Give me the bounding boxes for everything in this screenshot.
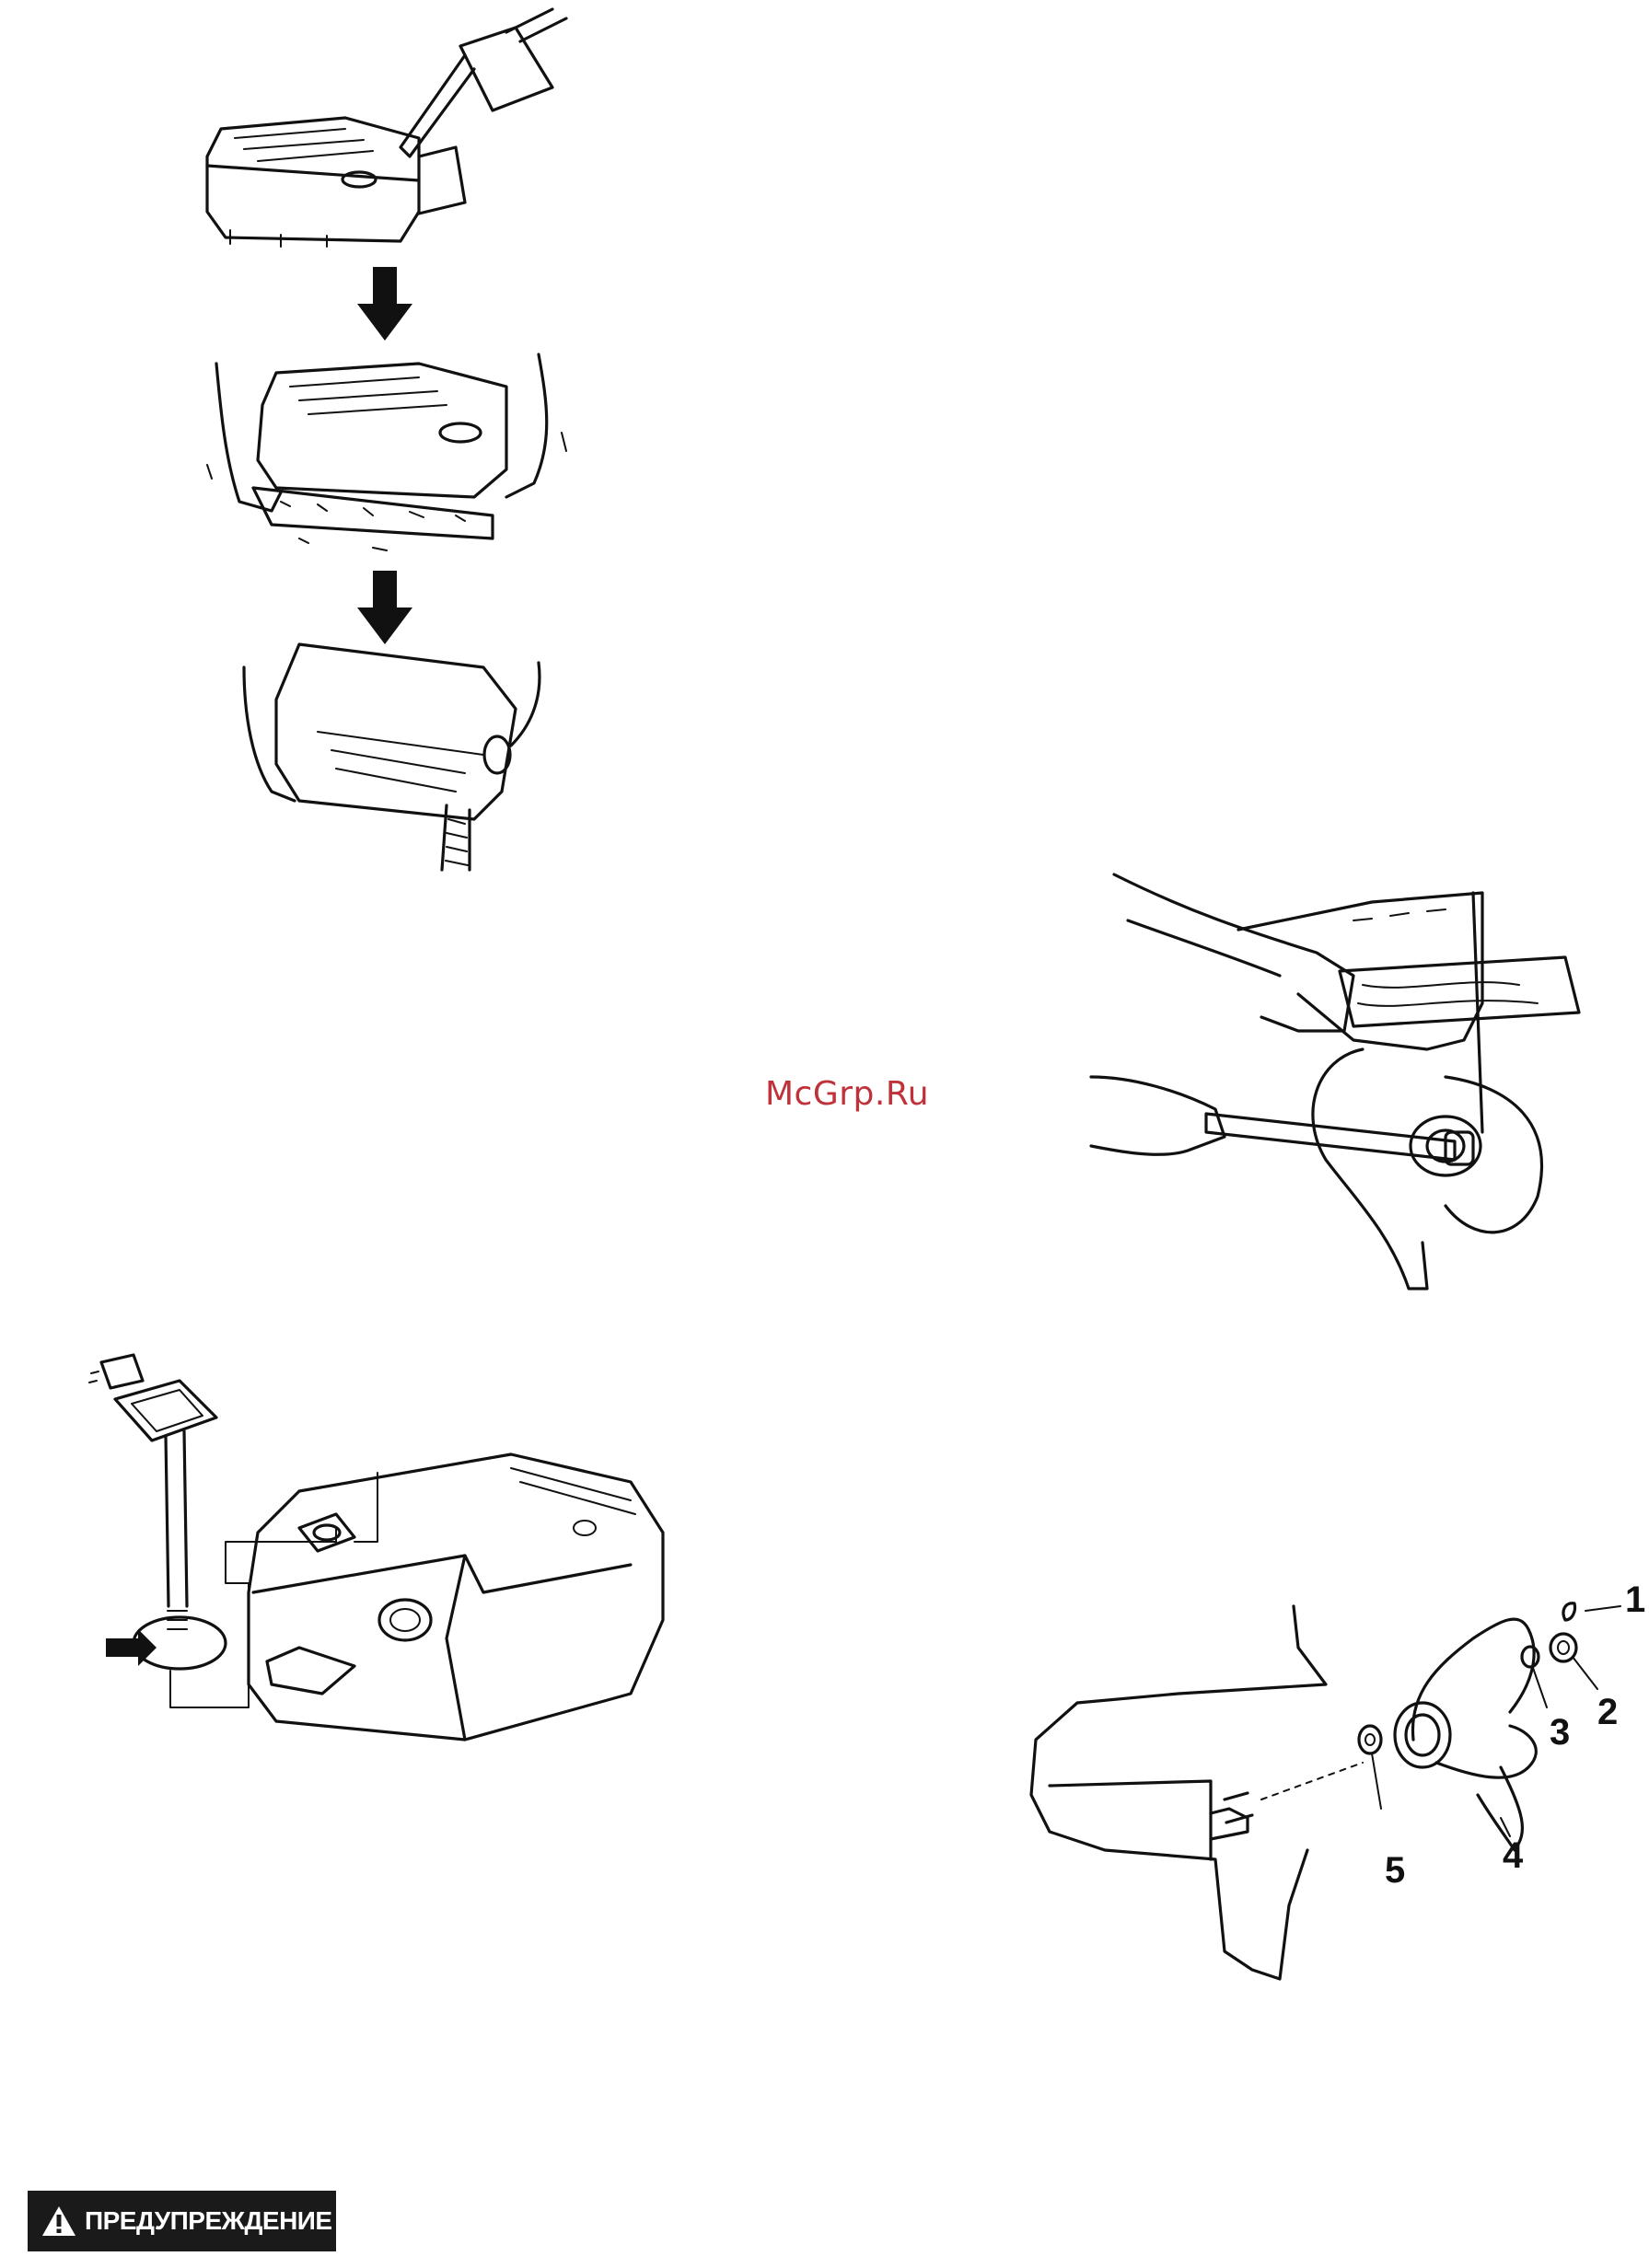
tank-step-fill <box>207 9 566 247</box>
callout-1: 1 <box>1625 1581 1645 1618</box>
wood-block <box>1340 957 1579 1026</box>
callout-4: 4 <box>1503 1837 1523 1874</box>
propeller-shaft <box>1225 1763 1363 1822</box>
propeller-4 <box>1395 1619 1536 1850</box>
gearcase <box>1031 1606 1326 1979</box>
arrow-down-icon <box>357 267 412 341</box>
wrench-icon <box>1206 1114 1473 1164</box>
callout-5: 5 <box>1385 1852 1405 1889</box>
hand-holding-wrench <box>1091 1077 1225 1154</box>
cotter-pin-1 <box>1563 1603 1574 1620</box>
callout-2: 2 <box>1597 1694 1618 1730</box>
propeller <box>1313 1049 1542 1289</box>
tank-step-drain <box>244 644 540 870</box>
figure-tank-fill-shake-drain <box>189 0 594 874</box>
washer-5 <box>1359 1726 1381 1753</box>
figure-propeller-removal <box>1077 856 1593 1298</box>
watermark-text: McGrp.Ru <box>741 1075 953 1113</box>
warning-header-badge: ПРЕДУПРЕЖДЕНИЕ <box>28 2191 336 2251</box>
figure-fuel-gauge-tank <box>78 1344 723 1767</box>
warning-triangle-icon <box>41 2204 77 2238</box>
warning-label: ПРЕДУПРЕЖДЕНИЕ <box>85 2206 332 2236</box>
outboard-lower-unit <box>1238 893 1482 1132</box>
tank-step-shake <box>207 354 566 550</box>
portable-fuel-tank <box>249 1454 663 1740</box>
callout-3: 3 <box>1550 1714 1570 1751</box>
fuel-gauge-unit <box>89 1355 226 1669</box>
figure-propeller-exploded <box>1013 1556 1639 1997</box>
arrow-right-icon <box>106 1629 157 1666</box>
arrow-down-icon <box>357 571 412 644</box>
hand-holding-block <box>1114 874 1353 1031</box>
washer-3 <box>1522 1647 1539 1667</box>
